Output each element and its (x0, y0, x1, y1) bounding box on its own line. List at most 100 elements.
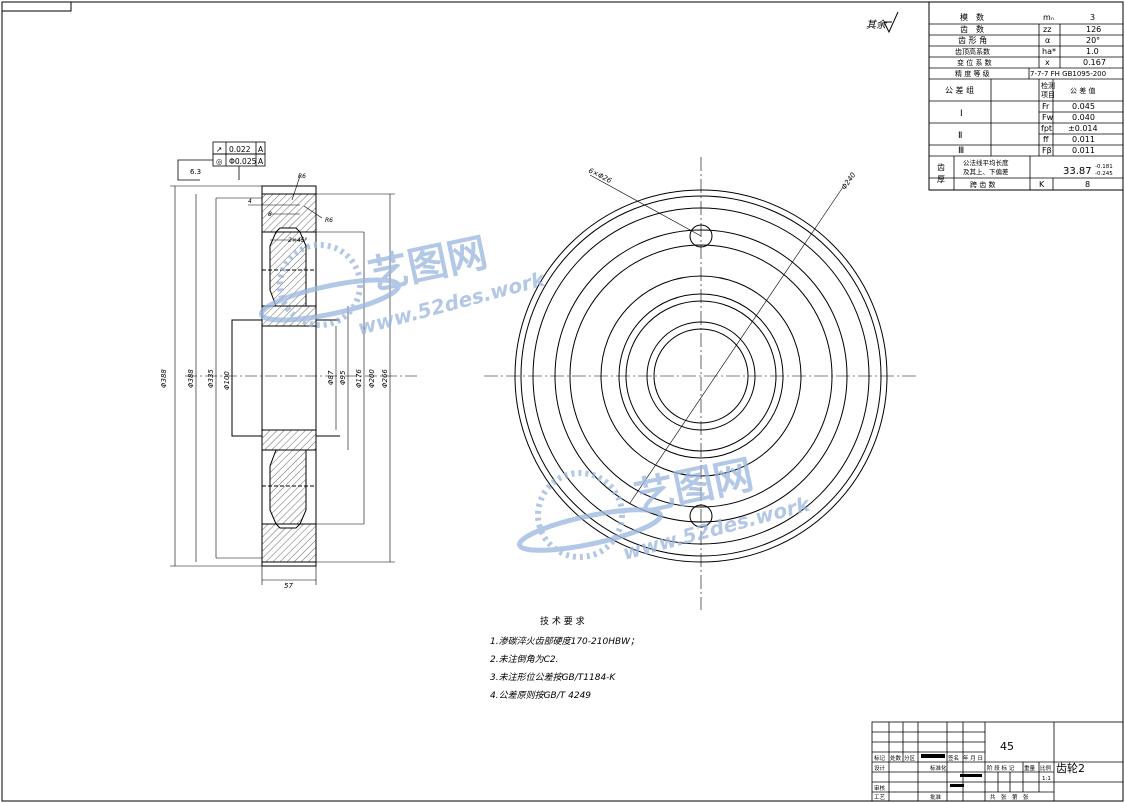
tol-header-item-1: 检测 (1041, 81, 1055, 90)
tooth-thickness-label-1: 齿 (937, 163, 945, 172)
roughness-text: 其余 (866, 19, 888, 31)
gdt-concentricity-datum: A (258, 157, 264, 166)
tol-sym-fpt: fpt (1041, 124, 1052, 133)
param-sym-3: ha* (1042, 47, 1056, 56)
tb-scale-value: 1:1 (1042, 776, 1051, 782)
param-val-4: 0.167 (1083, 58, 1106, 67)
front-dimensions (589, 174, 844, 504)
tb-design: 设计 (874, 764, 886, 772)
param-val-5: 7-7-7 FH GB1095-200 (1030, 70, 1106, 78)
param-sym-2: α (1045, 36, 1050, 45)
tooth-dev-upper: -0.181 (1095, 164, 1113, 170)
gear-parameter-table: 模 数 mₙ 3 齿 数 zz 126 齿 形 角 α 20° 齿顶高系数 ha… (928, 1, 1124, 191)
tol-header-group: 公 差 组 (945, 85, 974, 95)
title-block-fill-1 (921, 754, 945, 758)
gdt-frames (177, 141, 266, 181)
tech-req-1: 1.渗碳淬火齿部硬度170-210HBW； (490, 636, 639, 647)
dim-w4: 8 (268, 211, 272, 218)
tol-sym-fr: Fr (1042, 102, 1050, 111)
param-name-3: 齿顶高系数 (955, 47, 990, 56)
gdt-runout-datum: A (258, 145, 264, 154)
section-dimensions (170, 175, 395, 585)
dim-d3: Φ335 (207, 369, 215, 388)
dim-r1: R6 (298, 173, 306, 180)
technical-requirements: 技 术 要 求 1.渗碳淬火齿部硬度170-210HBW； 2.未注倒角为C2.… (490, 615, 639, 701)
tb-date: 年 月 日 (963, 754, 983, 762)
front-centerlines (484, 157, 918, 610)
dim-d5: Φ87 (327, 370, 335, 385)
dim-w3: 4 (248, 198, 252, 205)
tech-req-title: 技 术 要 求 (540, 615, 585, 627)
param-val-2: 20° (1086, 36, 1100, 45)
span-label: 跨 齿 数 (970, 180, 995, 189)
tooth-dev-lower: -0.245 (1095, 171, 1113, 177)
tol-sym-fb: Fβ (1042, 146, 1052, 155)
dim-d7: Φ176 (355, 369, 363, 388)
gdt-concentricity-value: Φ0.025 (229, 157, 257, 166)
param-sym-1: zz (1043, 25, 1051, 34)
tol-group-2: Ⅱ (958, 131, 962, 141)
hole-callout: 6×Φ26 (587, 167, 613, 186)
title-block (871, 721, 1124, 802)
tooth-desc-1: 公法线平均长度 (963, 158, 1009, 167)
roughness-general-mark: 其余 (866, 11, 899, 34)
param-sym-0: mₙ (1043, 13, 1054, 22)
dim-d1: Φ388 (160, 369, 168, 388)
tb-material: 45 (1000, 740, 1014, 753)
pcd-callout: Φ240 (840, 171, 858, 191)
tb-count: 处数 (890, 754, 902, 762)
dim-d2: Φ388 (187, 369, 195, 388)
param-val-1: 126 (1086, 25, 1101, 34)
dim-d6: Φ95 (339, 370, 347, 385)
tb-stage: 阶 段 标 记 (987, 764, 1015, 772)
tooth-desc-2: 及其上、下偏差 (963, 167, 1009, 176)
tol-group-1: Ⅰ (960, 109, 963, 119)
dim-d8: Φ266 (381, 369, 389, 388)
gdt-runout-icon: ↗ (216, 145, 222, 154)
tol-sym-fw: Fw (1042, 113, 1054, 122)
roughness-6-3: 6.3 (190, 168, 201, 176)
dim-d4: Φ100 (223, 371, 231, 390)
dim-chamfer: 2×45° (288, 237, 307, 244)
gdt-concentricity-icon: ◎ (216, 157, 223, 166)
tb-scale: 比例 (1040, 764, 1052, 772)
param-name-2: 齿 形 角 (958, 35, 987, 45)
tb-process: 工艺 (874, 794, 886, 801)
tb-sign: 签名 (948, 754, 959, 762)
tb-zone: 分区 (904, 754, 916, 762)
tol-val-fpt: ±0.014 (1068, 124, 1098, 133)
span-val: 8 (1085, 180, 1090, 189)
param-val-3: 1.0 (1086, 47, 1099, 56)
dim-width: 57 (284, 582, 293, 590)
tb-std: 标准化 (930, 764, 947, 772)
dim-r2: R6 (325, 217, 333, 224)
tol-val-fw: 0.040 (1072, 113, 1095, 122)
corner-tab (1, 1, 72, 12)
tb-check: 审核 (874, 784, 886, 792)
tooth-value: 33.87 (1063, 166, 1092, 177)
tb-mark: 标记 (874, 754, 886, 762)
param-name-4: 变 位 系 数 (957, 58, 992, 67)
tb-sheets: 共 张 第 张 (990, 793, 1029, 801)
tooth-thickness-label-2: 厚 (937, 175, 945, 184)
span-sym: K (1039, 180, 1045, 189)
tb-part-name: 齿轮2 (1056, 761, 1085, 775)
tech-req-4: 4.公差原则按GB/T 4249 (490, 690, 591, 701)
param-name-0: 模 数 (960, 12, 984, 22)
title-block-fill-3 (950, 784, 964, 787)
tol-header-value: 公 差 值 (1070, 86, 1095, 95)
title-block-fill-2 (960, 774, 982, 777)
dim-d9: Φ200 (368, 369, 376, 388)
tol-val-fb: 0.011 (1072, 146, 1095, 155)
param-val-0: 3 (1090, 13, 1095, 22)
gdt-runout-value: 0.022 (229, 145, 251, 154)
tol-val-fr: 0.045 (1072, 102, 1095, 111)
tol-val-ff: 0.011 (1072, 135, 1095, 144)
param-sym-4: x (1045, 58, 1050, 67)
param-name-1: 齿 数 (960, 24, 984, 34)
tech-req-2: 2.未注倒角为C2. (490, 654, 558, 665)
tol-group-3: Ⅲ (958, 146, 964, 156)
tb-approve: 批准 (930, 793, 942, 801)
